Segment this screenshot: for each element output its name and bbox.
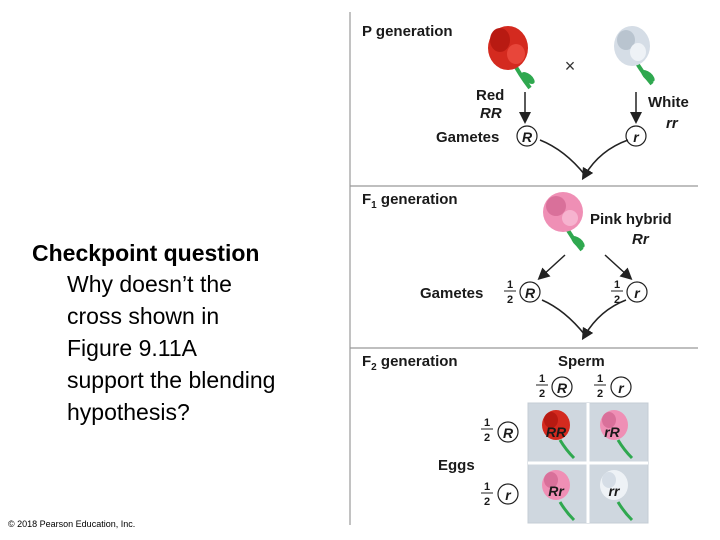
- sperm-r: r: [618, 380, 625, 396]
- fraction-denominator: 2: [614, 294, 620, 306]
- punnett-cell-rr: rr: [609, 483, 621, 499]
- merge-curve-left: [539, 139, 586, 176]
- p-gametes-label: Gametes: [436, 129, 499, 146]
- sperm-r-circle: [610, 376, 632, 398]
- fraction-denominator: 2: [597, 388, 603, 400]
- white-flower-icon: [614, 26, 655, 86]
- question-line: support the blending: [67, 367, 276, 393]
- punnett-cell-RR: RR: [546, 424, 567, 440]
- checkpoint-question: Checkpoint question Why doesn’t the cros…: [32, 238, 352, 428]
- fraction-denominator: 2: [507, 294, 513, 306]
- pink-flower-icon: [542, 470, 576, 522]
- egg-r-circle: [497, 483, 519, 505]
- red-genotype: RR: [480, 105, 502, 122]
- f1-arrow-right: [604, 254, 633, 281]
- punnett-square: RR rR Rr rr: [527, 402, 649, 524]
- f1-gamete-R: R: [525, 285, 536, 301]
- fraction-numerator: 1: [484, 481, 490, 493]
- sperm-R-circle: [551, 376, 573, 398]
- white-label: White: [648, 94, 689, 111]
- punnett-cell-Rr: Rr: [548, 483, 565, 499]
- question-line: Figure 9.11A: [67, 335, 197, 361]
- merge-curve-right: [581, 139, 629, 181]
- question-line: cross shown in: [67, 303, 220, 329]
- gamete-R-circle: [516, 125, 538, 147]
- sperm-label: Sperm: [558, 353, 605, 370]
- pink-genotype: Rr: [632, 231, 650, 248]
- p-generation-label: P generation: [362, 23, 453, 40]
- merge-curve-right: [581, 299, 627, 341]
- white-flower-icon: [600, 470, 634, 522]
- egg-R-circle: [497, 421, 519, 443]
- pink-flower-icon: [600, 410, 634, 460]
- question-line: hypothesis?: [67, 399, 190, 425]
- question-title: Checkpoint question: [32, 240, 260, 266]
- f1-gamete-R-circle: [519, 281, 541, 303]
- question-body: Why doesn’t the cross shown in Figure 9.…: [67, 268, 352, 428]
- pink-hybrid-label: Pink hybrid: [590, 211, 672, 228]
- fraction-numerator: 1: [539, 373, 545, 385]
- fraction-numerator: 1: [614, 279, 620, 291]
- red-flower-icon: [488, 26, 535, 90]
- merge-curve-left: [541, 299, 586, 336]
- eggs-label: Eggs: [438, 457, 475, 474]
- fraction-denominator: 2: [539, 388, 545, 400]
- fraction-denominator: 2: [484, 496, 490, 508]
- red-label: Red: [476, 87, 504, 104]
- copyright-notice: © 2018 Pearson Education, Inc.: [8, 519, 136, 529]
- egg-r: r: [505, 487, 512, 503]
- f1-gametes-label: Gametes: [420, 285, 483, 302]
- f1-gamete-r-circle: [626, 281, 648, 303]
- egg-R: R: [503, 425, 514, 441]
- f1-arrow-left: [537, 254, 566, 281]
- cross-symbol: ×: [565, 56, 576, 76]
- f2-generation-label: F2 generation: [362, 353, 458, 373]
- gamete-r: r: [633, 129, 640, 145]
- question-line: Why doesn’t the: [67, 271, 232, 297]
- f1-generation-label: F1 generation: [362, 191, 458, 211]
- gamete-r-circle: [625, 125, 647, 147]
- sperm-R: R: [557, 380, 568, 396]
- red-flower-icon: [542, 410, 576, 460]
- fraction-denominator: 2: [484, 432, 490, 444]
- gamete-R: R: [522, 129, 533, 145]
- pink-flower-icon: [543, 192, 585, 252]
- punnett-cell-rR: rR: [604, 424, 620, 440]
- fraction-numerator: 1: [484, 417, 490, 429]
- fraction-numerator: 1: [507, 279, 513, 291]
- white-genotype: rr: [666, 115, 679, 132]
- fraction-numerator: 1: [597, 373, 603, 385]
- f1-gamete-r: r: [634, 285, 641, 301]
